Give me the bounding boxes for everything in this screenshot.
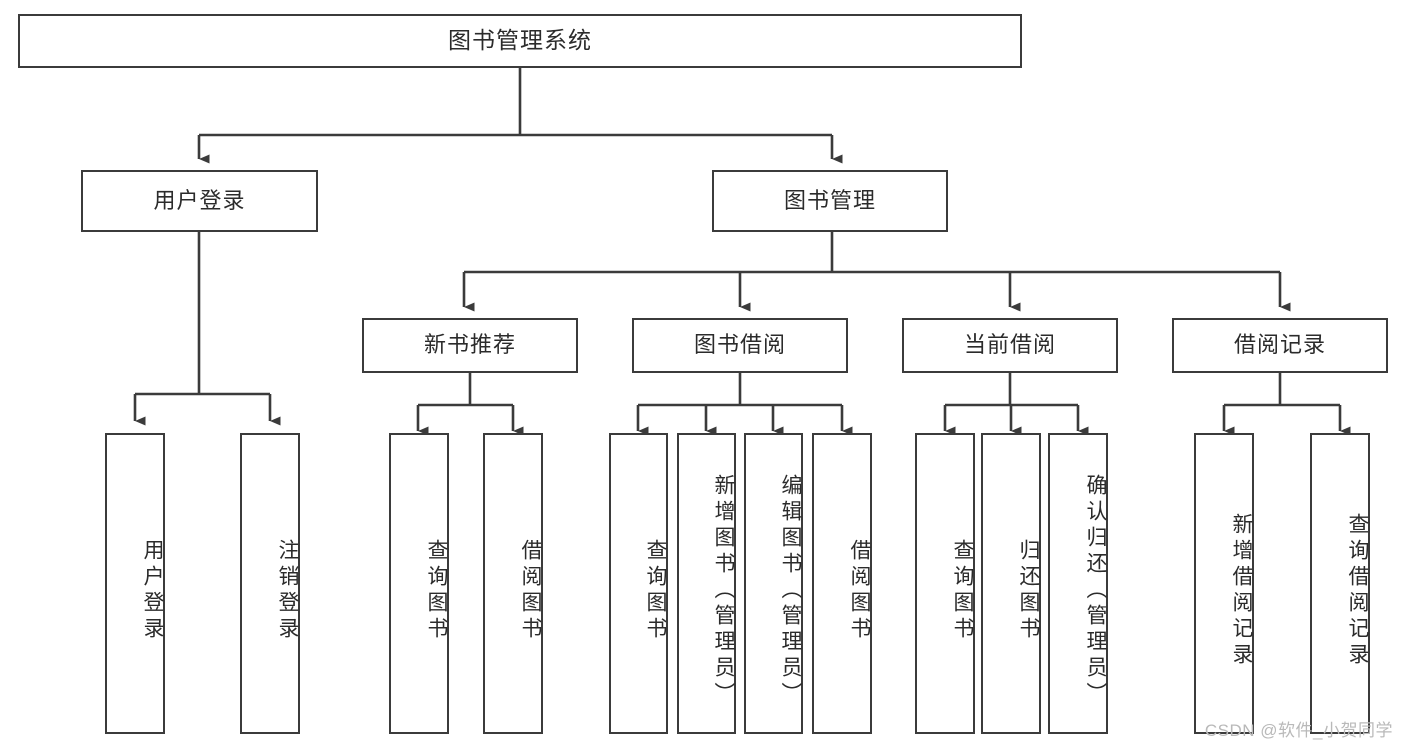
leaf-label: 确认归还（管理员） (1084, 473, 1107, 708)
leaf-borrow-edit-book-admin[interactable]: 编辑图书（管理员） (744, 433, 803, 734)
leaf-label: 查询图书 (951, 538, 974, 643)
leaf-record-add-record[interactable]: 新增借阅记录 (1194, 433, 1254, 734)
leaf-recommend-borrow-book[interactable]: 借阅图书 (483, 433, 543, 734)
node-book-management[interactable]: 图书管理 (712, 170, 948, 232)
node-current-borrow[interactable]: 当前借阅 (902, 318, 1118, 373)
node-book-borrow[interactable]: 图书借阅 (632, 318, 848, 373)
leaf-borrow-query-book[interactable]: 查询图书 (609, 433, 668, 734)
leaf-label: 借阅图书 (519, 538, 542, 643)
leaf-record-query-record[interactable]: 查询借阅记录 (1310, 433, 1370, 734)
node-root-system[interactable]: 图书管理系统 (18, 14, 1022, 68)
leaf-borrow-add-book-admin[interactable]: 新增图书（管理员） (677, 433, 736, 734)
node-new-book-recommend[interactable]: 新书推荐 (362, 318, 578, 373)
leaf-label: 查询图书 (644, 538, 667, 643)
leaf-label: 查询图书 (425, 538, 448, 643)
leaf-borrow-borrow-book[interactable]: 借阅图书 (812, 433, 872, 734)
node-borrow-record[interactable]: 借阅记录 (1172, 318, 1388, 373)
leaf-current-query-book[interactable]: 查询图书 (915, 433, 975, 734)
node-user-login[interactable]: 用户登录 (81, 170, 318, 232)
csdn-watermark: CSDN @软件_小贺同学 (1204, 721, 1393, 740)
leaf-label: 借阅图书 (848, 538, 871, 643)
leaf-label: 归还图书 (1017, 538, 1040, 643)
leaf-label: 用户登录 (141, 538, 164, 643)
leaf-label: 新增图书（管理员） (712, 473, 735, 708)
leaf-user-login-login[interactable]: 用户登录 (105, 433, 165, 734)
leaf-current-return-book[interactable]: 归还图书 (981, 433, 1041, 734)
leaf-label: 新增借阅记录 (1230, 512, 1253, 669)
leaf-label: 注销登录 (276, 538, 299, 643)
leaf-label: 查询借阅记录 (1346, 512, 1369, 669)
leaf-label: 编辑图书（管理员） (779, 473, 802, 708)
leaf-recommend-query-book[interactable]: 查询图书 (389, 433, 449, 734)
leaf-current-confirm-return-admin[interactable]: 确认归还（管理员） (1048, 433, 1108, 734)
leaf-user-login-logout[interactable]: 注销登录 (240, 433, 300, 734)
